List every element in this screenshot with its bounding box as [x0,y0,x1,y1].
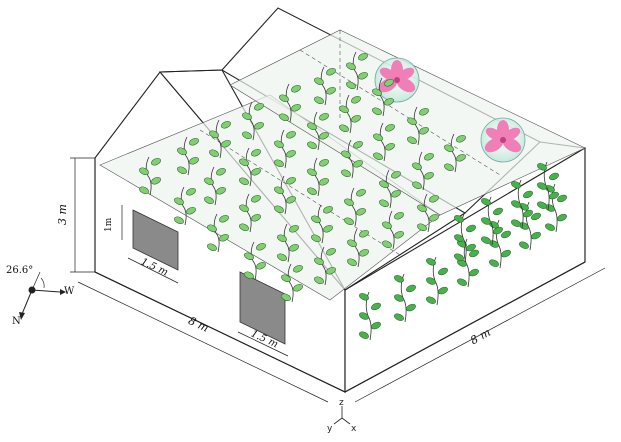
plant-icon [207,213,229,253]
plant-icon [444,133,466,173]
window-1 [132,209,179,271]
plant-icon [481,196,503,246]
plant-icon [139,156,161,196]
plant-icon [311,204,333,244]
plant-icon [341,139,363,179]
plant-icon [347,228,369,268]
pink-fan-icon [480,117,526,163]
plant-icon [314,246,336,286]
dimension-lines [70,157,606,403]
plant-icon [307,111,329,151]
plant-icon [344,187,366,227]
plant-icon [274,175,296,215]
windows [132,209,286,345]
axis-triad [333,406,351,425]
plant-icon [209,119,231,159]
plant-icon [281,263,303,303]
plant-icon [511,179,533,229]
plant-icon [279,83,301,123]
compass-angle-label: 26.6° [6,265,34,276]
plant-icon [274,129,296,169]
plant-icon [239,193,261,233]
pink-fan-icon [374,57,420,103]
plant-icon [314,66,336,106]
plant-icon [412,151,434,191]
axis-z-label: z [339,398,344,408]
plant-icon [394,273,416,323]
plant-icon [174,186,196,226]
plant-icon [407,106,429,146]
plant-icon [457,238,479,288]
axis-y-label: y [327,424,333,434]
plant-icon [307,157,329,197]
plant-icon [372,77,394,117]
shade-net-layers [99,29,586,301]
plant-icon [489,219,511,269]
plant-icon [454,213,476,263]
compass-north-label: N [12,316,21,327]
shade-net-back [229,29,586,216]
window-2 [239,271,286,345]
plant-icon [537,161,559,211]
plant-icon [379,169,401,209]
plant-icon [359,291,381,341]
plant-icon [277,223,299,263]
plant-icon [244,241,266,281]
window-height-label: 1m [104,217,114,232]
plant-rows [139,51,567,341]
plant-icon [177,136,199,176]
plant-icon [417,193,439,233]
plant-icon [426,256,448,306]
compass-west-label: W [64,286,75,297]
plant-icon [239,147,261,187]
plant-icon [373,122,395,162]
height-label: 3 m [56,204,69,225]
plant-icon [519,201,541,251]
axis-x-label: x [351,424,357,434]
plant-icon [382,210,404,250]
plant-icon [339,94,361,134]
plant-icon [346,51,368,91]
plant-icon [204,166,226,206]
compass-icon [19,271,66,320]
plant-icon [242,101,264,141]
